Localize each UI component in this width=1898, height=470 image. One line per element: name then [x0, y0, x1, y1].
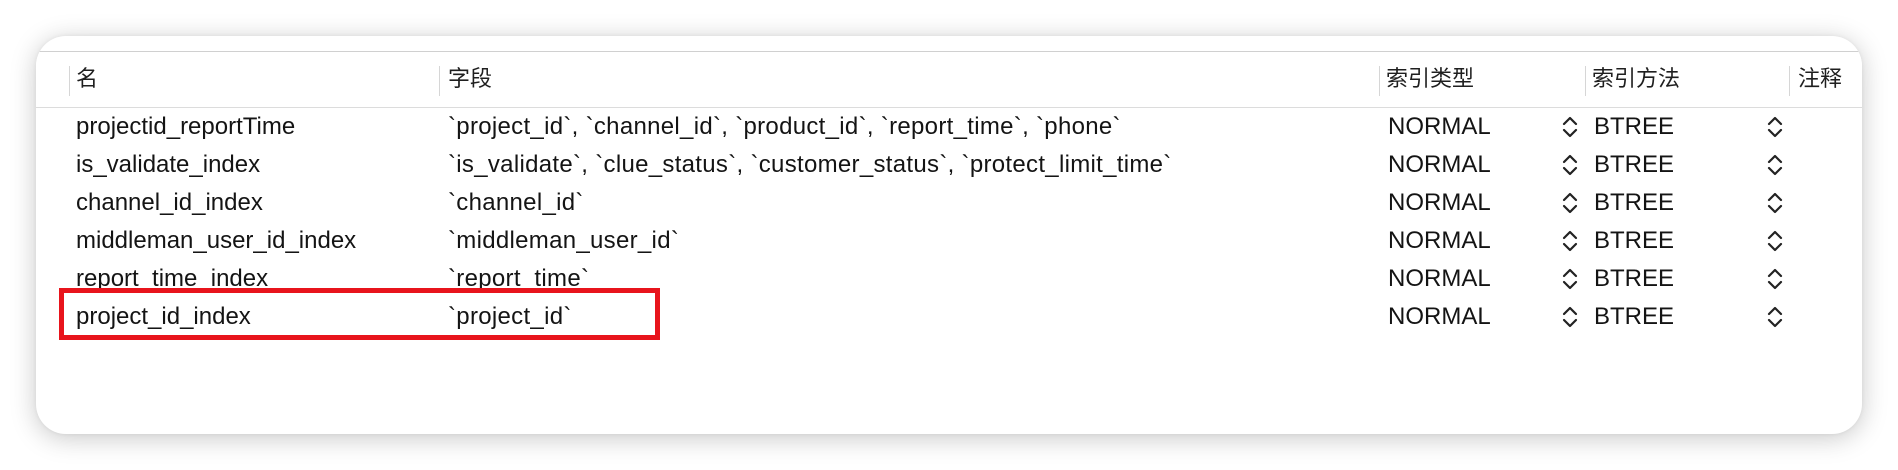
index-type-select[interactable]: NORMAL	[1388, 113, 1491, 140]
index-type-select[interactable]: NORMAL	[1388, 189, 1491, 216]
index-method-select[interactable]: BTREE	[1594, 113, 1675, 140]
table-row[interactable]: middleman_user_id_index `middleman_user_…	[36, 222, 1862, 260]
index-fields-cell[interactable]: `is_validate`, `clue_status`, `customer_…	[448, 151, 1172, 178]
index-name-cell[interactable]: channel_id_index	[76, 189, 263, 216]
index-editor-panel: 名 字段 索引类型 索引方法 注释 projectid_reportTime `…	[36, 36, 1862, 434]
column-divider[interactable]	[439, 66, 440, 96]
index-name-cell[interactable]: is_validate_index	[76, 151, 261, 178]
up-down-chevron-icon[interactable]	[1765, 191, 1785, 215]
column-header-index-method[interactable]: 索引方法	[1592, 67, 1681, 92]
index-name-cell[interactable]: report_time_index	[76, 265, 269, 292]
up-down-chevron-icon[interactable]	[1765, 115, 1785, 139]
column-header-name[interactable]: 名	[76, 67, 99, 92]
index-type-select[interactable]: NORMAL	[1388, 303, 1491, 330]
up-down-chevron-icon[interactable]	[1560, 267, 1580, 291]
table-row[interactable]: projectid_reportTime `project_id`, `chan…	[36, 108, 1862, 146]
top-divider	[36, 51, 1862, 52]
column-header-index-type[interactable]: 索引类型	[1386, 67, 1475, 92]
up-down-chevron-icon[interactable]	[1765, 305, 1785, 329]
table-row[interactable]: is_validate_index `is_validate`, `clue_s…	[36, 146, 1862, 184]
column-divider[interactable]	[69, 66, 70, 96]
index-fields-cell[interactable]: `middleman_user_id`	[448, 227, 680, 254]
index-method-select[interactable]: BTREE	[1594, 151, 1675, 178]
index-method-select[interactable]: BTREE	[1594, 189, 1675, 216]
index-method-select[interactable]: BTREE	[1594, 303, 1675, 330]
column-divider[interactable]	[1789, 66, 1790, 96]
column-header-fields[interactable]: 字段	[448, 67, 493, 92]
index-method-select[interactable]: BTREE	[1594, 227, 1675, 254]
column-header-comment[interactable]: 注释	[1798, 67, 1843, 92]
index-name-cell[interactable]: middleman_user_id_index	[76, 227, 357, 254]
up-down-chevron-icon[interactable]	[1765, 153, 1785, 177]
index-type-select[interactable]: NORMAL	[1388, 151, 1491, 178]
index-fields-cell[interactable]: `channel_id`	[448, 189, 584, 216]
up-down-chevron-icon[interactable]	[1560, 153, 1580, 177]
table-header: 名 字段 索引类型 索引方法 注释	[36, 52, 1862, 108]
up-down-chevron-icon[interactable]	[1765, 229, 1785, 253]
index-name-cell[interactable]: project_id_index	[76, 303, 251, 330]
index-fields-cell[interactable]: `project_id`	[448, 303, 572, 330]
table-row[interactable]: report_time_index `report_time` NORMAL B…	[36, 260, 1862, 298]
index-name-cell[interactable]: projectid_reportTime	[76, 113, 296, 140]
index-type-select[interactable]: NORMAL	[1388, 227, 1491, 254]
table-row[interactable]: channel_id_index `channel_id` NORMAL BTR…	[36, 184, 1862, 222]
index-type-select[interactable]: NORMAL	[1388, 265, 1491, 292]
up-down-chevron-icon[interactable]	[1560, 115, 1580, 139]
table-row[interactable]: project_id_index `project_id` NORMAL BTR…	[36, 298, 1862, 336]
column-divider[interactable]	[1585, 66, 1586, 96]
up-down-chevron-icon[interactable]	[1560, 229, 1580, 253]
index-fields-cell[interactable]: `report_time`	[448, 265, 590, 292]
column-divider[interactable]	[1379, 66, 1380, 96]
up-down-chevron-icon[interactable]	[1560, 305, 1580, 329]
up-down-chevron-icon[interactable]	[1560, 191, 1580, 215]
index-fields-cell[interactable]: `project_id`, `channel_id`, `product_id`…	[448, 113, 1121, 140]
up-down-chevron-icon[interactable]	[1765, 267, 1785, 291]
index-method-select[interactable]: BTREE	[1594, 265, 1675, 292]
